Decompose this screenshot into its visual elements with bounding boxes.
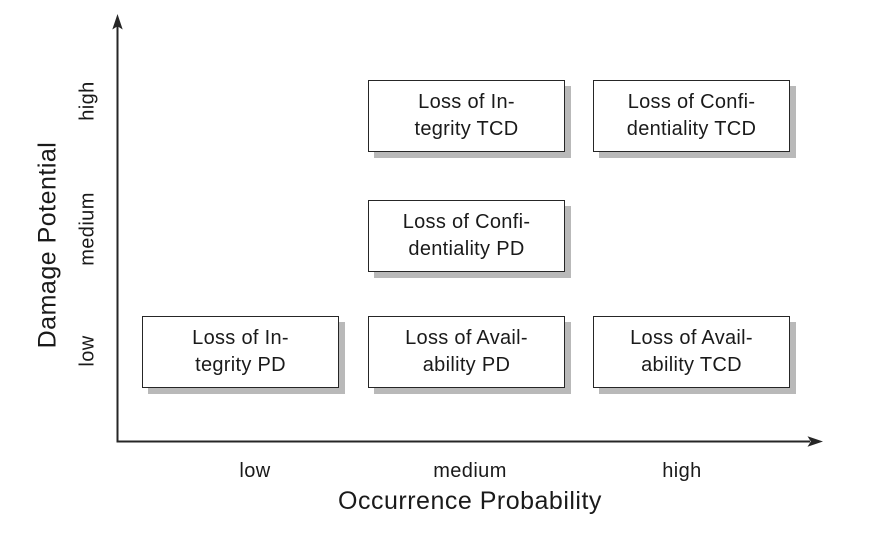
y-axis-arrowhead [112,14,123,30]
node-label-line-2: ability TCD [641,354,742,376]
node-label-line-2: dentiality PD [408,238,525,260]
node-loss-of-confidentiality-tcd: Loss of Confi- dentiality TCD [593,80,790,152]
node-label-line-2: tegrity TCD [414,118,519,140]
y-axis-title: Damage Potential [33,141,62,349]
node-label-line-1: Loss of Avail- [630,327,753,349]
node-label-line-2: ability PD [422,354,511,376]
y-tick-low: low [76,335,99,367]
y-tick-high: high [76,81,99,121]
x-axis-title: Occurrence Probability [338,487,602,515]
x-tick-high: high [662,460,702,482]
x-tick-medium: medium [433,460,507,482]
node-label-line-1: Loss of In- [192,327,289,349]
node-loss-of-integrity-tcd: Loss of In- tegrity TCD [368,80,565,152]
x-axis-arrowhead [807,436,823,447]
node-loss-of-availability-pd: Loss of Avail- ability PD [368,316,565,388]
node-loss-of-confidentiality-pd: Loss of Confi- dentiality PD [368,200,565,272]
node-label-line-1: Loss of In- [418,91,515,113]
node-loss-of-availability-tcd: Loss of Avail- ability TCD [593,316,790,388]
node-loss-of-integrity-pd: Loss of In- tegrity PD [142,316,339,388]
node-label-line-2: dentiality TCD [626,118,757,140]
node-label-line-1: Loss of Confi- [627,91,756,113]
x-tick-low: low [239,460,271,482]
node-label-line-1: Loss of Avail- [405,327,528,349]
node-label-line-2: tegrity PD [195,354,286,376]
node-label-line-1: Loss of Confi- [402,211,531,233]
y-tick-medium: medium [76,192,99,266]
